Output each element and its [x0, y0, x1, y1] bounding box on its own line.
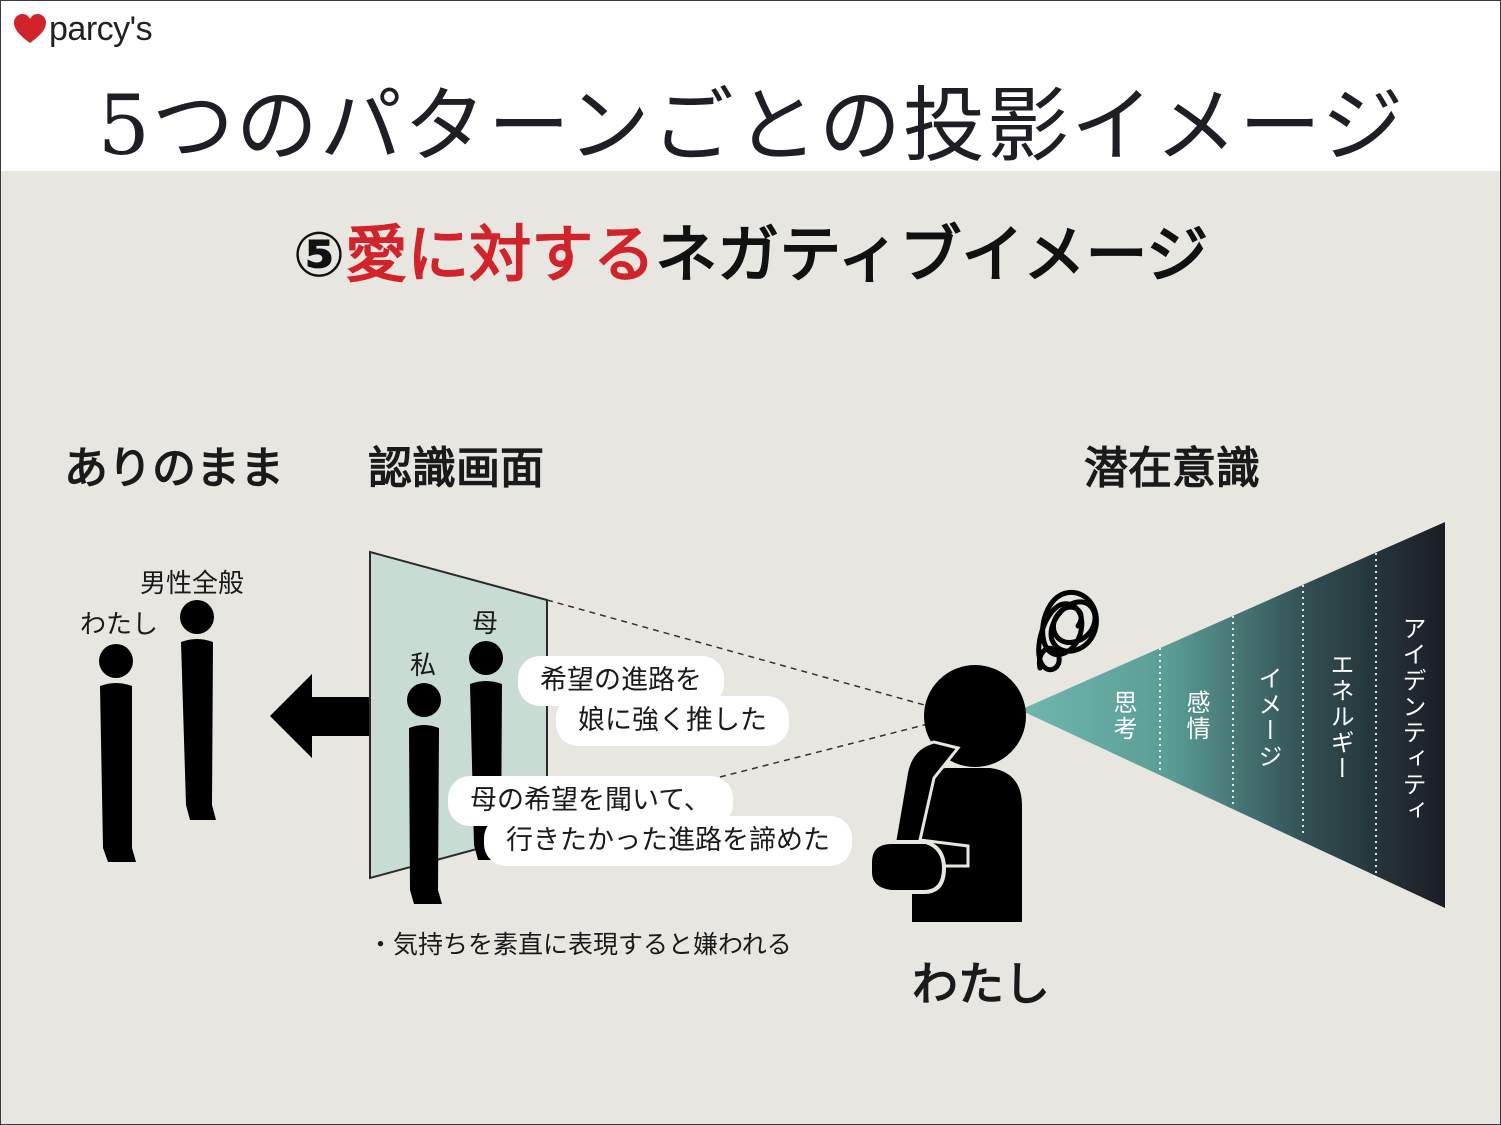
section-label-subconscious: 潜在意識 [1084, 443, 1260, 494]
section-label-reality: ありのまま [64, 443, 284, 494]
label-me-screen: 私 [410, 651, 437, 681]
brand-logo: parcy's [13, 9, 153, 49]
header: parcy's 5つのパターンごとの投影イメージ [1, 1, 1500, 174]
projection-line [719, 723, 929, 778]
cone-layer-identity: アイデンティティ [1398, 616, 1426, 824]
standing-person-icon [99, 644, 136, 862]
speech-bubble-me-line2: 行きたかった進路を諦めた [484, 816, 852, 866]
label-me-reality: わたし [80, 610, 159, 640]
subtitle: ⑤愛に対するネガティブイメージ [0, 204, 1501, 294]
subtitle-highlight: 愛に対する [345, 218, 656, 291]
subtitle-rest: ネガティブイメージ [655, 218, 1209, 291]
thinking-person-icon [868, 665, 1026, 922]
standing-person-icon [407, 683, 442, 904]
section-label-perception: 認識画面 [368, 443, 544, 494]
heart-icon [14, 14, 46, 43]
cone-layer-emotion: 感情 [1182, 690, 1210, 742]
speech-bubble-mother-line2: 娘に強く推した [556, 696, 789, 746]
label-men-general: 男性全般 [140, 569, 245, 599]
standing-person-icon [180, 600, 216, 820]
label-me-person: わたし [912, 957, 1050, 1011]
scribble-icon [1036, 589, 1099, 673]
cone-layer-thought: 思考 [1109, 690, 1137, 742]
subtitle-number: ⑤ [292, 218, 346, 291]
left-arrow-icon [270, 674, 370, 758]
cone-layer-energy: エネルギー [1326, 652, 1354, 782]
page-title: 5つのパターンごとの投影イメージ [97, 79, 1406, 174]
cone-layer-image: イメージ [1254, 666, 1282, 770]
subconscious-cone [1020, 522, 1445, 908]
note-text: ・気持ちを素直に表現すると嫌われる [368, 930, 792, 959]
brand-name: parcy's [49, 9, 153, 48]
label-mother-screen: 母 [472, 609, 499, 639]
